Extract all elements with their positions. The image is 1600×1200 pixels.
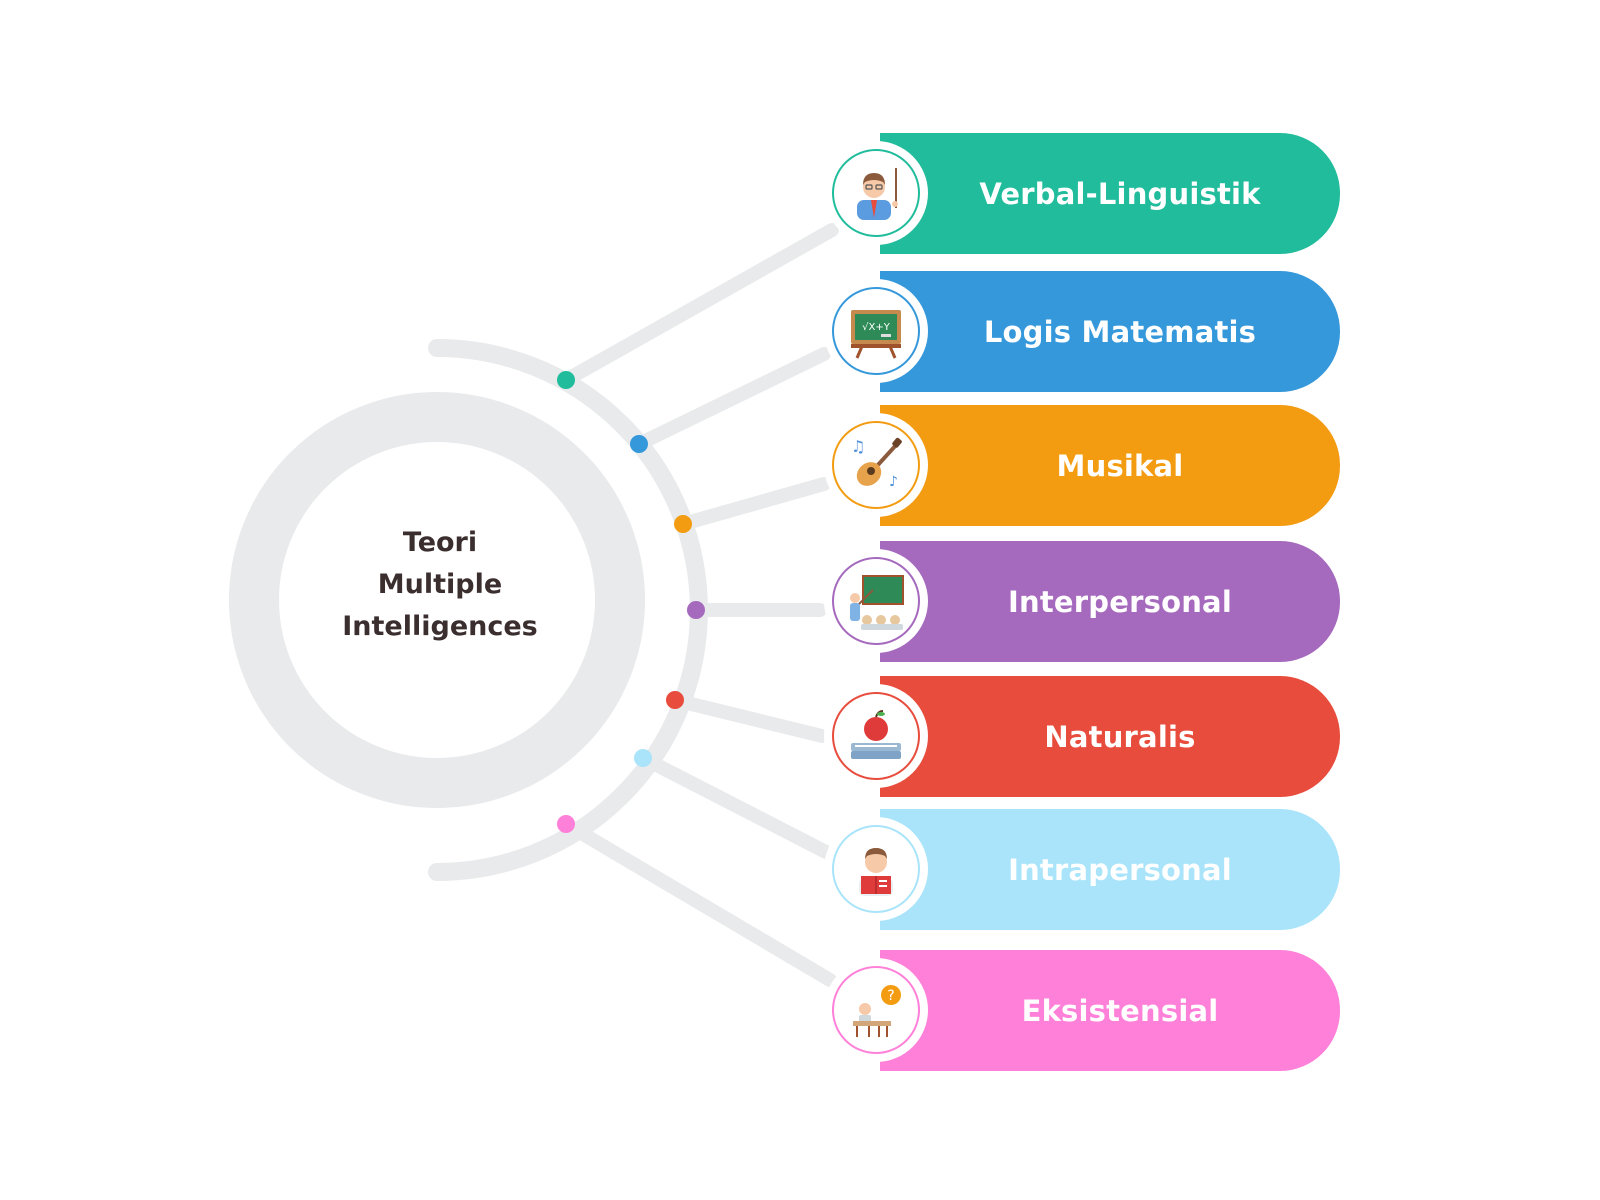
item-eksistensial: Eksistensial <box>880 950 1340 1071</box>
connector-line <box>676 477 831 531</box>
connector-line <box>636 751 833 859</box>
badge-interpersonal <box>824 549 928 653</box>
badge-musikal: ♫ ♪ <box>824 413 928 517</box>
math-board-icon: √X+Y <box>832 287 920 375</box>
badge-logis-matematis: √X+Y <box>824 279 928 383</box>
badge-naturalis <box>824 684 928 788</box>
student-reading-icon <box>832 825 920 913</box>
connector-line <box>632 347 831 451</box>
connector-dot <box>557 371 575 389</box>
apple-book-icon <box>832 692 920 780</box>
connector-dot <box>666 691 684 709</box>
item-intrapersonal: Intrapersonal <box>880 809 1340 930</box>
item-musikal: Musikal <box>880 405 1340 526</box>
classroom-icon <box>832 557 920 645</box>
item-logis-matematis: Logis Matematis <box>880 271 1340 392</box>
badge-verbal-linguistik <box>824 141 928 245</box>
connector-dot <box>687 601 705 619</box>
svg-text:♫: ♫ <box>851 437 865 456</box>
item-label: Interpersonal <box>1008 584 1232 619</box>
connector-dot <box>674 515 692 533</box>
item-label: Musikal <box>1056 448 1184 483</box>
item-label: Logis Matematis <box>983 314 1257 349</box>
item-label: Naturalis <box>1044 719 1196 754</box>
svg-text:?: ? <box>887 988 894 1004</box>
item-verbal-linguistik: Verbal-Linguistik <box>880 133 1340 254</box>
connector-line <box>559 223 839 387</box>
item-label: Intrapersonal <box>1008 852 1232 887</box>
center-title: Teori Multiple Intelligences <box>290 522 590 648</box>
teacher-icon <box>832 149 920 237</box>
item-label: Eksistensial <box>1021 993 1219 1028</box>
center-title-line-2: Multiple <box>377 569 503 600</box>
badge-intrapersonal <box>824 817 928 921</box>
svg-text:♪: ♪ <box>889 474 898 490</box>
center-ring <box>229 392 645 808</box>
badge-eksistensial: ? <box>824 958 928 1062</box>
item-naturalis: Naturalis <box>880 676 1340 797</box>
svg-text:√X+Y: √X+Y <box>862 322 891 333</box>
guitar-music-icon: ♫ ♪ <box>832 421 920 509</box>
item-interpersonal: Interpersonal <box>880 541 1340 662</box>
center-title-line-1: Teori <box>402 527 478 558</box>
connector-dot <box>630 435 648 453</box>
student-question-icon: ? <box>832 966 920 1054</box>
connector-dot <box>557 815 575 833</box>
item-label: Verbal-Linguistik <box>979 176 1261 211</box>
center-title-line-3: Intelligences <box>342 611 538 642</box>
connector-dot <box>634 749 652 767</box>
connector-line <box>668 693 829 743</box>
connector-line <box>559 817 837 987</box>
